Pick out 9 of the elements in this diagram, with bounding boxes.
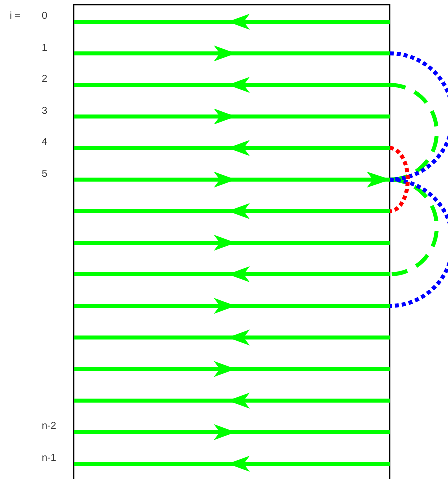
- row-index-label: 3: [42, 106, 48, 118]
- row-index-label: 4: [42, 137, 48, 150]
- row-index-label: 5: [42, 168, 48, 181]
- row-index-label: n-1: [42, 452, 56, 465]
- row-index-label: 0: [42, 11, 48, 23]
- index-variable-label: i =: [10, 11, 21, 23]
- row-index-label: 1: [42, 42, 48, 55]
- row-index-label: n-2: [42, 421, 56, 434]
- row-index-label: 2: [42, 74, 48, 86]
